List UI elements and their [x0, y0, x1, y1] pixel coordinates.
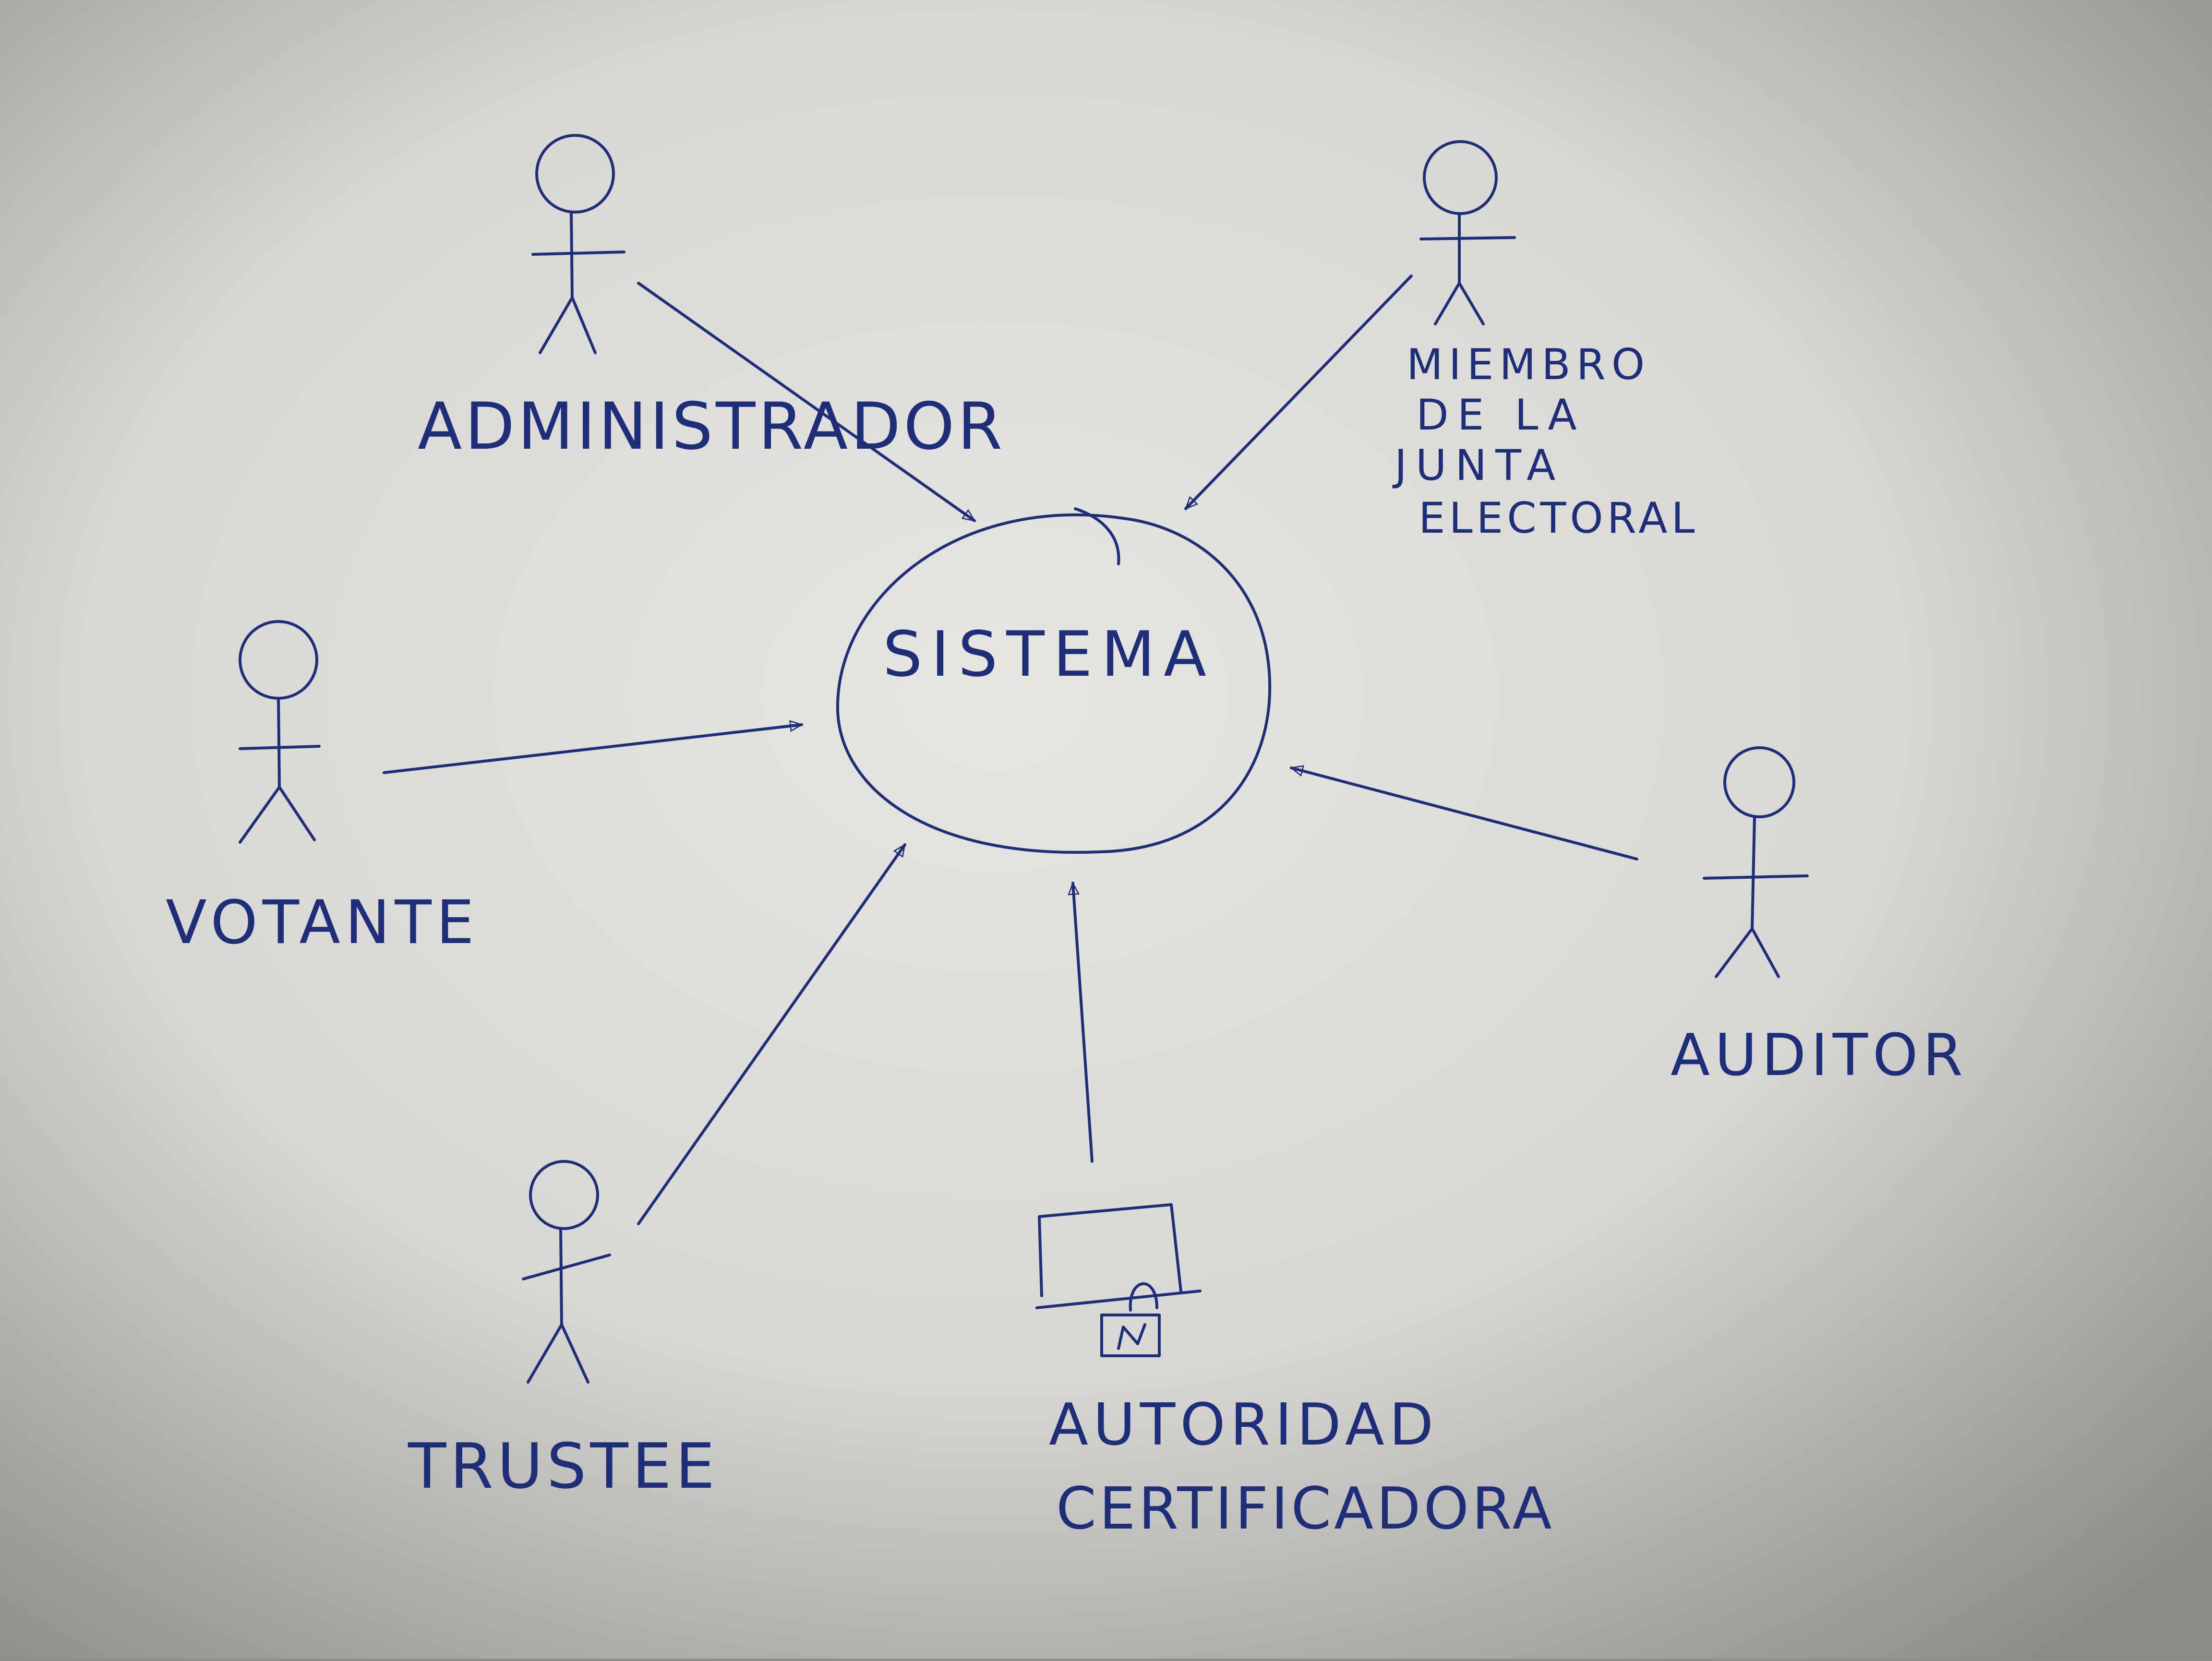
actor-label-administrador: ADMINISTRADOR [418, 389, 1005, 464]
stick-figure-icon [1419, 140, 1516, 325]
actor-label-trustee: TRUSTEE [408, 1430, 719, 1503]
system-circle-hook [1074, 507, 1120, 565]
arrow-autoridad-to-sistema [1073, 882, 1094, 1163]
actor-label-miembro-line4: ELECTORAL [1419, 493, 1699, 543]
stick-figure-icon [531, 134, 625, 354]
association-arrows [383, 275, 1638, 1225]
actor-label-miembro-line2: DE LA [1416, 390, 1586, 440]
system-label: SISTEMA [883, 618, 1215, 691]
stick-figure-icon [1703, 746, 1809, 978]
actor-label-miembro-line3: JUNTA [1392, 441, 1564, 490]
actor-autoridad-certificadora: AUTORIDAD CERTIFICADORA [1035, 1203, 1555, 1542]
arrow-auditor-to-sistema [1291, 768, 1638, 860]
actor-label-autoridad-line2: CERTIFICADORA [1056, 1476, 1555, 1542]
arrow-miembro-to-sistema [1184, 275, 1413, 510]
actor-miembro-junta-electoral: MIEMBRO DE LA JUNTA ELECTORAL [1392, 140, 1699, 543]
stick-figure-icon [239, 620, 321, 844]
system-node: SISTEMA [836, 507, 1272, 854]
system-circle [836, 513, 1272, 854]
actor-label-auditor: AUDITOR [1671, 1022, 1968, 1089]
actor-administrador: ADMINISTRADOR [418, 134, 1005, 464]
actor-label-votante: VOTANTE [166, 888, 479, 957]
stick-figure-icon [522, 1160, 611, 1384]
laptop-lock-icon [1035, 1203, 1202, 1357]
actor-trustee: TRUSTEE [408, 1160, 719, 1503]
arrow-administrador-to-sistema [637, 282, 976, 522]
arrow-trustee-to-sistema [637, 843, 906, 1225]
actor-label-miembro-line1: MIEMBRO [1407, 340, 1650, 389]
actor-auditor: AUDITOR [1671, 746, 1968, 1089]
actor-label-autoridad-line1: AUTORIDAD [1049, 1392, 1438, 1458]
actor-votante: VOTANTE [166, 620, 479, 957]
arrow-votante-to-sistema [383, 725, 803, 774]
